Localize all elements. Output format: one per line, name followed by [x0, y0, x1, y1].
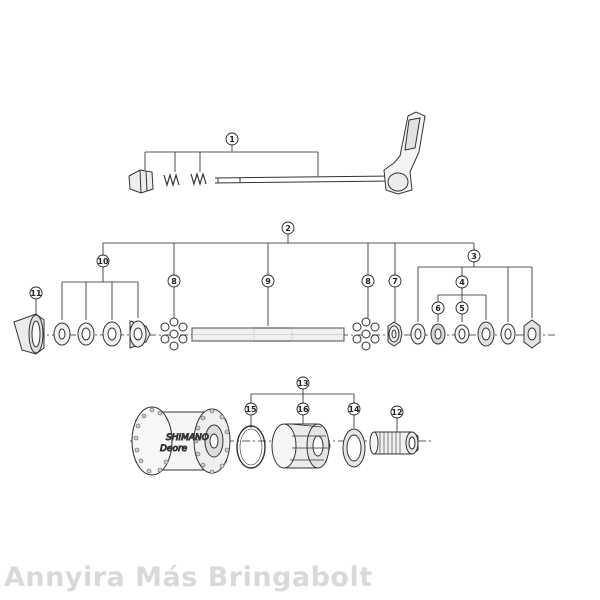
- callout-label-15: 15: [245, 405, 257, 414]
- callout-14: 14: [347, 402, 361, 416]
- callout-16: 16: [296, 402, 310, 416]
- callout-label-4: 4: [459, 278, 465, 287]
- quick-release-lever: [383, 111, 426, 195]
- part-7-cone: [387, 321, 403, 347]
- axle-parts: [13, 313, 541, 355]
- callout-3: 3: [467, 249, 481, 263]
- part-4-lock-nut: [477, 321, 495, 347]
- callout-15: 15: [244, 402, 258, 416]
- callout-9: 9: [261, 274, 275, 288]
- callout-7: 7: [388, 274, 402, 288]
- part-14-spacer-ring: [342, 428, 366, 468]
- skewer-spring-right: [190, 171, 207, 187]
- part-10-cone: [129, 320, 151, 349]
- callout-label-14: 14: [348, 405, 360, 414]
- callout-13: 13: [296, 376, 310, 390]
- shop-watermark: Annyira Más Bringabolt: [4, 562, 373, 593]
- callout-10: 10: [96, 254, 110, 268]
- callout-label-7: 7: [392, 277, 398, 286]
- hub-spoke-holes: [133, 407, 230, 475]
- part-11-dust-cap: [13, 313, 45, 355]
- callout-6: 6: [431, 301, 445, 315]
- quick-release-assembly: [128, 111, 426, 195]
- callout-11: 11: [29, 286, 43, 300]
- callout-12: 12: [390, 405, 404, 419]
- callout-4: 4: [455, 275, 469, 289]
- hub-parts: SHIMANO Deore: [131, 406, 419, 476]
- hub-body: SHIMANO Deore: [131, 406, 231, 476]
- part-16-freehub-body: [271, 423, 331, 469]
- hub-model-label: Deore: [160, 444, 188, 454]
- callout-5: 5: [455, 301, 469, 315]
- skewer-rod: [214, 175, 389, 184]
- callout-label-13: 13: [297, 379, 308, 388]
- callout-label-11: 11: [30, 289, 42, 298]
- part-8-ball-bearing-right: [352, 317, 380, 351]
- callout-label-5: 5: [459, 304, 465, 313]
- callout-label-6: 6: [435, 304, 441, 313]
- part-3-washer: [410, 323, 426, 345]
- callout-label-3: 3: [471, 252, 477, 261]
- part-3-washer-outer: [500, 323, 516, 345]
- callout-8-right: 8: [361, 274, 375, 288]
- callout-label-16: 16: [297, 405, 309, 414]
- skewer-nut: [128, 169, 154, 194]
- callout-label-1: 1: [229, 135, 235, 144]
- callout-label-10: 10: [97, 257, 109, 266]
- hub-brand-label: SHIMANO: [166, 433, 209, 443]
- callout-label-8a: 8: [171, 277, 177, 286]
- part-12-threaded-sleeve: [369, 431, 419, 455]
- callout-label-2: 2: [285, 224, 291, 233]
- callout-label-8b: 8: [365, 277, 371, 286]
- freehub-callout-leaders: [250, 389, 398, 432]
- part-6-seal-ring: [430, 323, 446, 345]
- part-10-lock-nut: [53, 322, 71, 346]
- axle-callout-leaders: [35, 234, 533, 326]
- callout-label-9: 9: [265, 277, 271, 286]
- callout-1: 1: [225, 132, 239, 146]
- callout-leader-1: [144, 145, 319, 176]
- part-9-axle: [191, 327, 345, 342]
- callout-2: 2: [281, 221, 295, 235]
- part-8-ball-bearing-left: [160, 317, 188, 351]
- part-3-outer-lock-nut: [523, 319, 541, 349]
- part-10-washer: [77, 322, 95, 346]
- part-15-seal-ring: [236, 425, 266, 469]
- callout-8-left: 8: [167, 274, 181, 288]
- skewer-spring-left: [163, 172, 180, 188]
- part-5-spacer: [454, 324, 470, 344]
- part-10-spacer: [102, 321, 122, 347]
- callout-label-12: 12: [391, 408, 402, 417]
